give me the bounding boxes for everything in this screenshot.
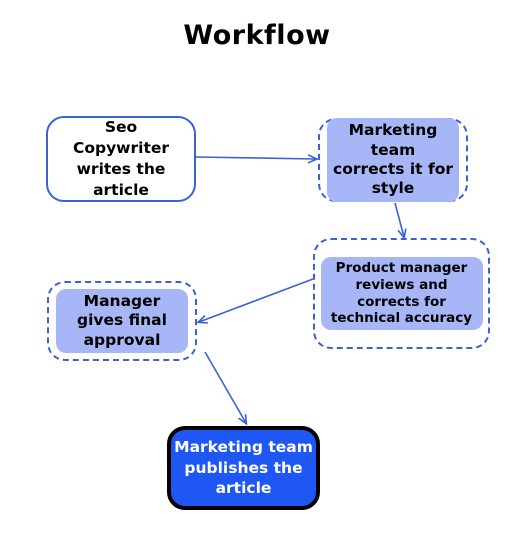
node-product-manager: Product manager reviews and corrects for… (313, 238, 490, 349)
node-label: Product manager reviews and corrects for… (320, 256, 483, 331)
node-marketing-style: Marketing team corrects it for style (318, 118, 468, 202)
node-marketing-publish: Marketing team publishes the article (167, 426, 320, 510)
node-label: Marketing team corrects it for style (327, 118, 459, 202)
edge-style-to-pm (394, 202, 404, 237)
diagram-title: Workflow (183, 20, 331, 51)
node-seo-copywriter: Seo Copywriter writes the article (46, 116, 196, 202)
edge-seo-to-style (195, 157, 316, 159)
edge-pm-to-manager (199, 278, 314, 322)
node-label: Marketing team publishes the article (174, 437, 313, 498)
node-label: Manager gives final approval (56, 288, 188, 354)
node-label: Seo Copywriter writes the article (72, 118, 170, 199)
node-manager-approval: Manager gives final approval (47, 281, 197, 361)
edge-manager-to-publish (204, 351, 246, 423)
